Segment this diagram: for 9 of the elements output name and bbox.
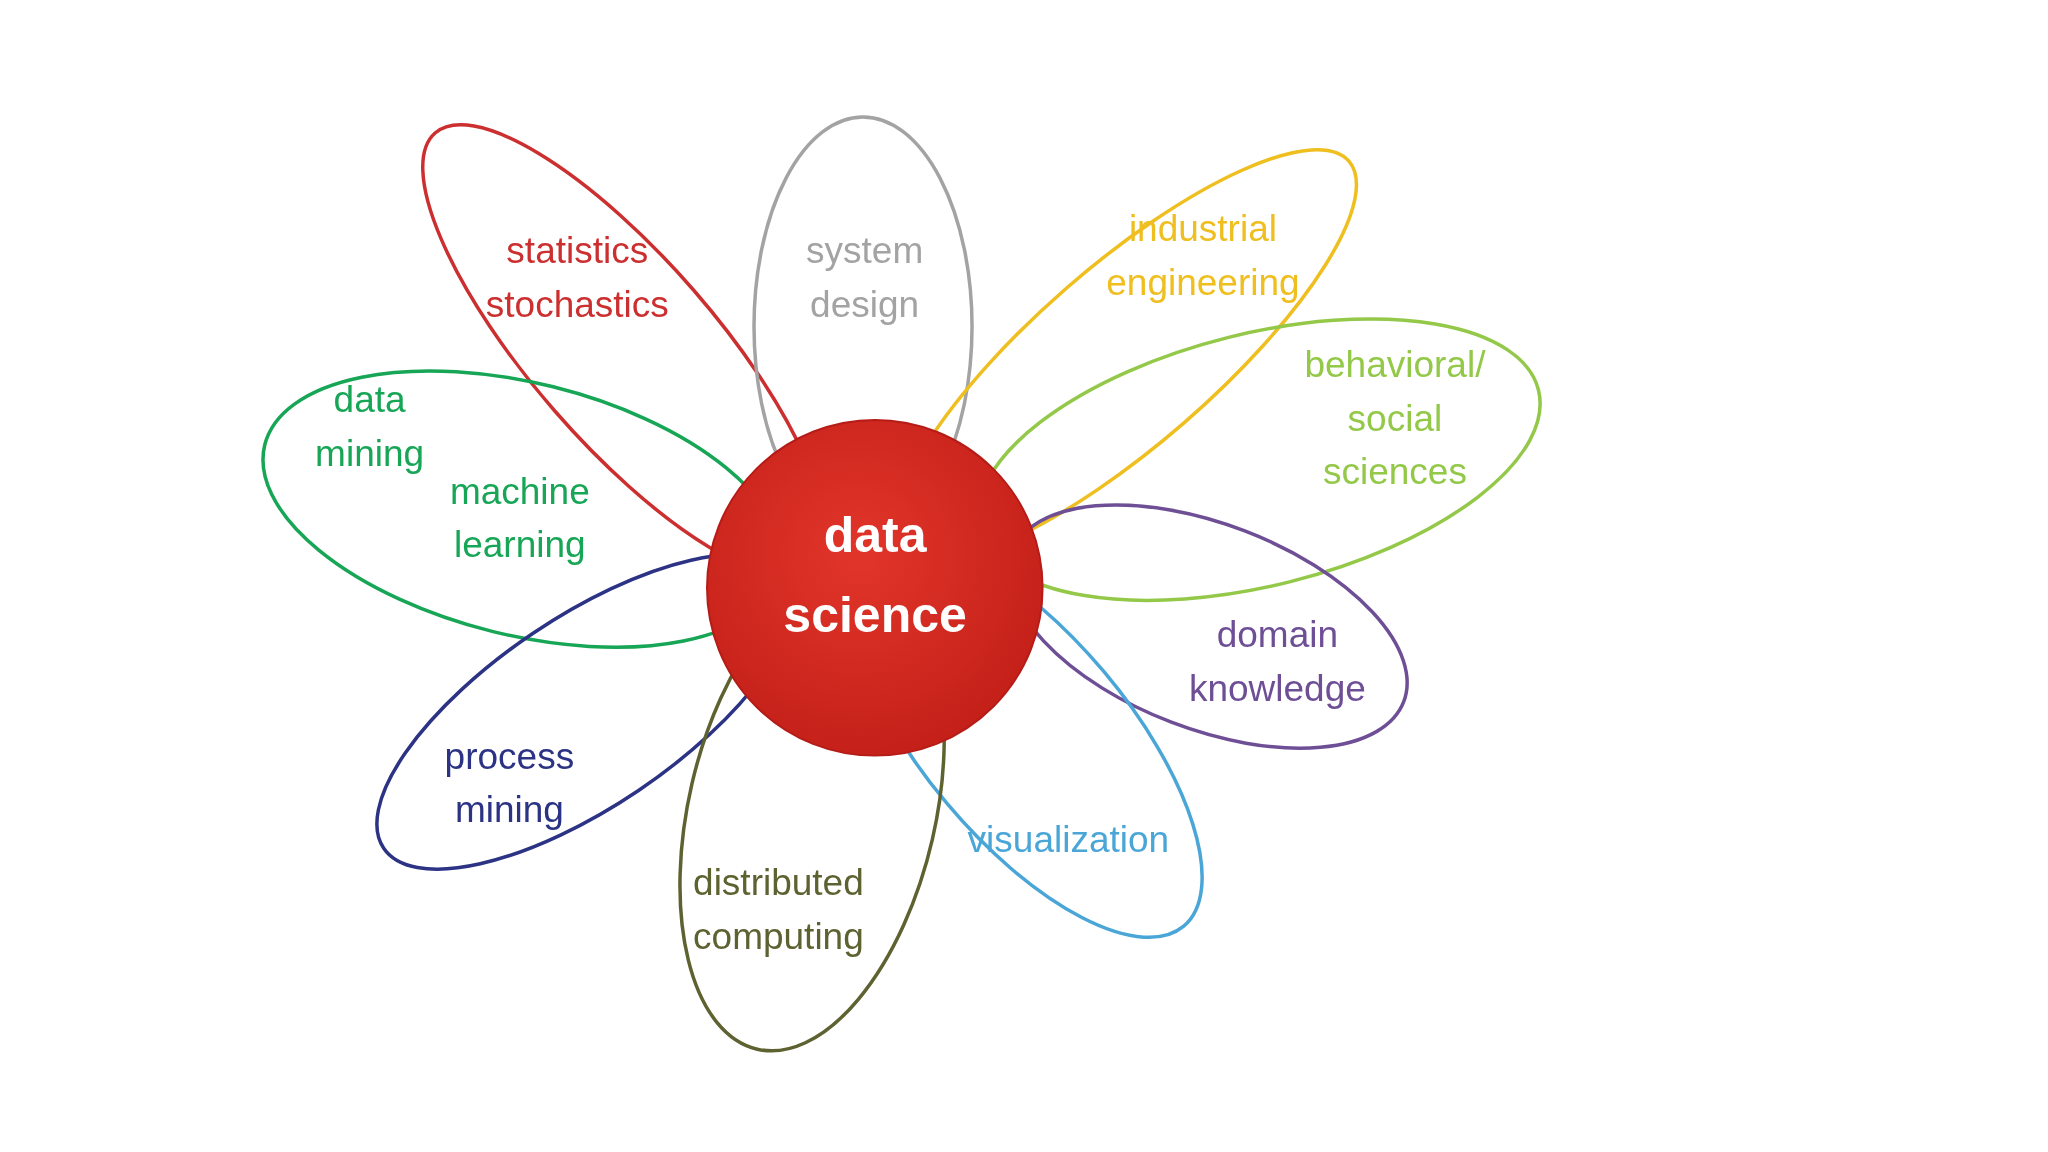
- petal-label: domain knowledge: [1188, 613, 1366, 712]
- petal-label: machine learning: [449, 469, 590, 568]
- petal-label: system design: [806, 229, 924, 328]
- petal-label: process mining: [444, 735, 575, 833]
- petal-label: statistics stochastics: [485, 229, 669, 328]
- center-label: data science: [783, 505, 967, 645]
- petal-label: behavioral/ social sciences: [1304, 342, 1486, 494]
- petal-label: data mining: [315, 378, 425, 477]
- petal-label: distributed computing: [693, 861, 864, 960]
